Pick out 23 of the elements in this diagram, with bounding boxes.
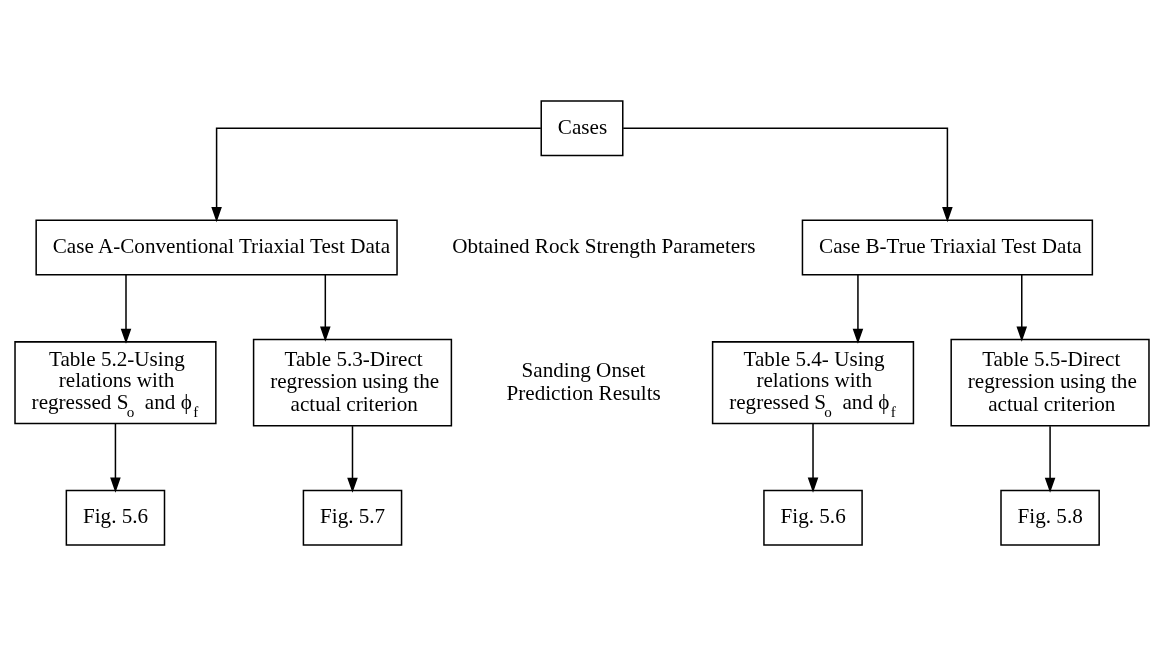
arrow: [110, 423, 121, 493]
node-box: Fig. 5.7: [302, 489, 403, 546]
arrow: [211, 127, 542, 223]
node-box: Fig. 5.8: [1000, 489, 1100, 546]
arrow: [852, 274, 864, 344]
arrow: [1016, 274, 1028, 342]
arrow: [120, 274, 132, 344]
arrow: [1044, 425, 1056, 493]
node-box: Cases: [540, 100, 624, 157]
node-box: Case A-Conventional Triaxial Test Data: [35, 219, 398, 276]
arrow: [807, 423, 819, 493]
label: Obtained Rock Strength Parameters: [452, 234, 756, 259]
label: Sanding Onset Prediction Results: [506, 357, 661, 405]
node-box: Table 5.3-Direct regression using the actual criterion: [252, 338, 453, 427]
node-box: Table 5.4- Using relations with regressed S$_{o}$ and ϕ$_{f}$: [711, 341, 915, 425]
node-box: Fig. 5.6: [763, 489, 863, 546]
arrow: [320, 274, 331, 342]
node-box: Case B-True Triaxial Test Data: [801, 219, 1094, 276]
arrow: [622, 127, 953, 223]
arrow: [347, 425, 358, 493]
node-box: Table 5.5-Direct regression using the actual criterion: [950, 338, 1150, 427]
node-box: Table 5.2-Using relations with regressed S$_{o}$ and ϕ$_{f}$: [14, 341, 217, 425]
node-box: Fig. 5.6: [65, 489, 166, 546]
